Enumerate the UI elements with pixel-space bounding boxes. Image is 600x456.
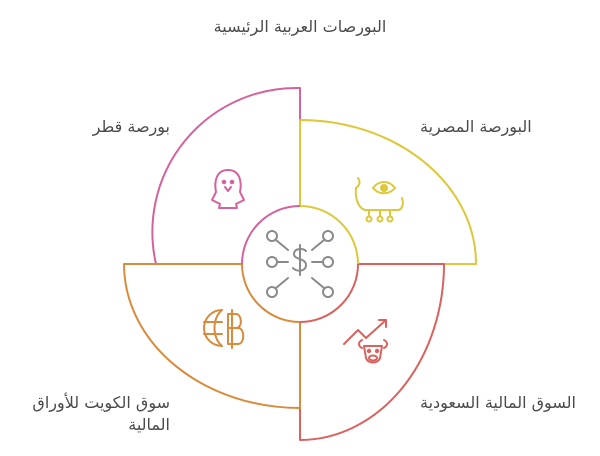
label-egyptian-exchange: البورصة المصرية (420, 117, 532, 136)
label-qatar-exchange: بورصة قطر (92, 117, 170, 136)
money-network-icon (266, 230, 334, 298)
center-ring-qatar (241, 205, 301, 265)
center-ring-egypt (299, 205, 359, 265)
pharaoh-eye-icon (354, 177, 404, 223)
bull-market-icon (343, 319, 388, 364)
center-ring-kuwait (241, 263, 301, 323)
label-kuwait-exchange: سوق الكويت للأوراق المالية (32, 393, 170, 434)
label-saudi-exchange: السوق المالية السعودية (420, 393, 576, 412)
globe-currency-icon (203, 309, 245, 349)
diagram-title: البورصات العربية الرئيسية (213, 17, 387, 36)
center-ring-saudi (299, 263, 359, 323)
penguin-icon (211, 169, 245, 209)
